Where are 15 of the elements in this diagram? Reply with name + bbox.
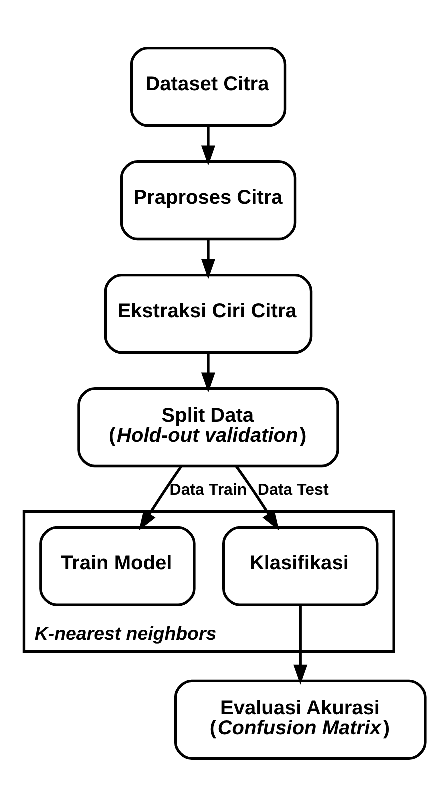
arrow [201,352,216,392]
arrow [201,238,216,279]
edge-label: Data Test [258,480,329,499]
node-box: Dataset Citra [130,46,287,127]
node-box: Split Data (Hold-out validation) [78,386,340,468]
arrow [139,465,183,530]
node-box: Ekstraksi Ciri Citra [104,273,313,354]
arrow [201,125,216,166]
node-box: Klasifikasi [222,526,379,606]
arrow [294,604,308,684]
node-box: Evaluasi Akurasi (Confusion Matrix) [174,679,427,760]
edge-label: Data Train [170,480,248,499]
node-box: Train Model [40,526,196,606]
node-box: Praproses Citra [120,160,297,240]
arrow [235,465,280,530]
